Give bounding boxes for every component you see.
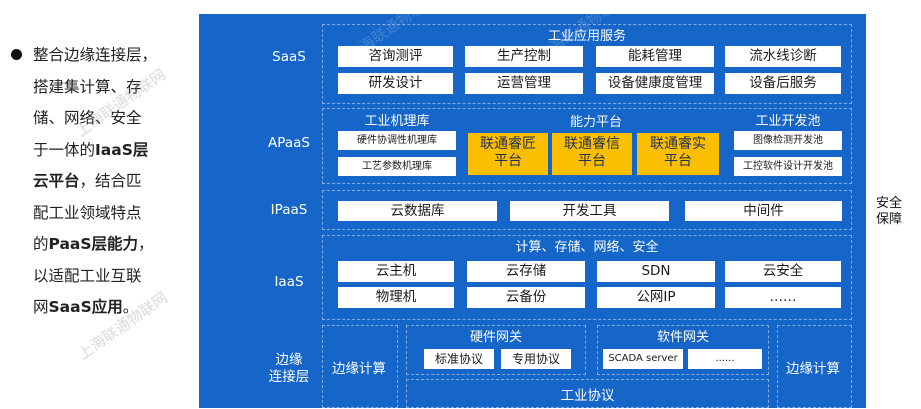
edge-compute-right: 边缘计算: [786, 361, 840, 377]
iaas-title: 计算、存储、网络、安全: [515, 240, 659, 255]
bullet-text: 整合边缘连接层， 搭建集计算、存 储、网络、安全 于一体的IaaS层 云平台，结…: [33, 40, 194, 324]
capability-platform-title: 能力平台: [569, 115, 622, 130]
bullet-dot-icon: [11, 49, 22, 60]
ipaas-layer-label: IPaaS: [270, 202, 308, 218]
saas-item: 运营管理: [465, 73, 583, 94]
saas-item: 设备后服务: [725, 73, 841, 94]
bullet-bold-span: IaaS层: [95, 140, 149, 159]
mechanism-library-title: 工业机理库: [364, 114, 430, 129]
dev-pool-item: 工控软件设计开发池: [734, 157, 842, 176]
saas-item: 能耗管理: [596, 46, 714, 67]
saas-item: 咨询测评: [338, 46, 453, 67]
bullet-line: 以适配工业互联: [33, 266, 142, 285]
bullet-bold-span: 云平台: [33, 172, 80, 190]
iaas-item: 云安全: [725, 261, 841, 282]
bullet-summary: 整合边缘连接层， 搭建集计算、存 储、网络、安全 于一体的IaaS层 云平台，结…: [8, 40, 194, 324]
hw-gateway-item: 专用协议: [501, 349, 571, 369]
capability-item-line: 平台: [578, 153, 606, 169]
ipaas-item: 开发工具: [510, 201, 669, 221]
hw-gateway-title: 硬件网关: [469, 330, 522, 345]
bullet-bold-span: PaaS层能力: [48, 235, 139, 253]
capability-platform-item: 联通睿实 平台: [637, 133, 719, 175]
mechanism-library-item: 工艺参数机理库: [338, 157, 456, 176]
capability-platform-item: 联通睿匠 平台: [468, 133, 548, 175]
capability-item-line: 联通睿实: [650, 136, 706, 152]
apaas-panel: [322, 108, 852, 184]
mechanism-library-item: 硬件协调性机理库: [338, 131, 456, 150]
bullet-line: 网SaaS应用。: [33, 292, 194, 324]
ipaas-panel: [322, 190, 852, 230]
bullet-line: 储、网络、安全: [33, 109, 142, 127]
bullet-line: 云平台，结合匹: [33, 166, 194, 198]
hw-gateway-panel: [406, 325, 586, 375]
capability-item-line: 平台: [494, 153, 522, 169]
saas-panel: [322, 24, 852, 104]
side-label-line: 安全: [875, 196, 902, 211]
capability-item-line: 平台: [664, 153, 692, 169]
capability-item-line: 联通睿信: [564, 136, 620, 152]
iaas-item: 公网IP: [597, 287, 715, 308]
edge-compute-right-panel: [777, 325, 852, 408]
dev-pool-title: 工业开发池: [755, 114, 821, 129]
apaas-layer-label: APaaS: [268, 135, 310, 151]
industrial-protocol-label: 工业协议: [560, 388, 615, 404]
edge-layer-label: 边缘 连接层: [261, 352, 317, 386]
bullet-text-span: 网: [33, 298, 49, 316]
saas-title: 工业应用服务: [547, 29, 626, 44]
dev-pool-item: 图像检测开发池: [734, 131, 842, 150]
industrial-protocol-panel: [406, 379, 769, 408]
iaas-panel: [322, 235, 852, 320]
bullet-line: 于一体的IaaS层: [33, 135, 194, 167]
iaas-item: SDN: [597, 261, 715, 282]
bullet-text-span: ，结合匹: [79, 172, 142, 190]
saas-item: 研发设计: [338, 73, 453, 94]
bullet-text-span: 。: [122, 298, 139, 316]
edge-compute-left: 边缘计算: [332, 361, 386, 377]
saas-item: 生产控制: [465, 46, 583, 67]
iaas-item: 云存储: [467, 261, 585, 282]
bullet-line: 配工业领域特点: [33, 203, 142, 222]
sw-gateway-panel: [597, 325, 769, 375]
iaas-item: 物理机: [338, 287, 454, 308]
architecture-diagram: SaaS 工业应用服务 咨询测评 生产控制 能耗管理 流水线诊断 研发设计 运营…: [199, 0, 866, 408]
iaas-item: 云备份: [467, 287, 585, 308]
capability-platform-item: 联通睿信 平台: [552, 133, 632, 175]
bullet-bold-span: SaaS应用: [48, 298, 123, 316]
sw-gateway-item: SCADA server: [603, 349, 683, 369]
security-assurance-label: 安全 保障: [869, 196, 909, 228]
iaas-item: ……: [725, 287, 841, 308]
saas-item: 流水线诊断: [725, 46, 841, 67]
bullet-line: 的PaaS层能力，: [33, 229, 194, 261]
edge-label-line: 边缘: [275, 352, 303, 368]
sw-gateway-title: 软件网关: [656, 330, 709, 345]
bullet-line: 整合边缘连接层，: [33, 46, 158, 64]
bullet-text-span: 的: [33, 235, 49, 253]
ipaas-item: 中间件: [685, 201, 842, 221]
iaas-layer-label: IaaS: [274, 274, 304, 290]
edge-compute-left-panel: [322, 325, 398, 408]
edge-label-line: 连接层: [268, 369, 310, 385]
bullet-text-span: 于一体的: [33, 140, 96, 159]
capability-item-line: 联通睿匠: [480, 136, 536, 152]
iaas-item: 云主机: [338, 261, 454, 282]
hw-gateway-item: 标准协议: [424, 349, 494, 369]
ipaas-item: 云数据库: [338, 201, 497, 221]
saas-item: 设备健康度管理: [596, 73, 714, 94]
saas-layer-label: SaaS: [272, 49, 306, 65]
bullet-text-span: ，: [138, 235, 154, 253]
bullet-line: 搭建集计算、存: [33, 77, 142, 96]
sw-gateway-item: ......: [688, 349, 762, 369]
side-label-line: 保障: [875, 212, 902, 227]
